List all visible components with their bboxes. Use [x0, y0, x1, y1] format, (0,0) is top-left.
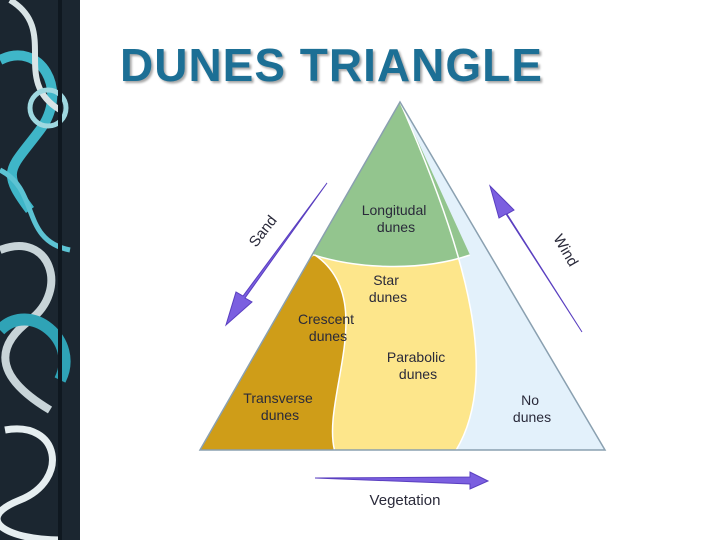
crescent-transverse-region [200, 255, 346, 450]
decorative-side-pattern [0, 0, 80, 540]
star-label: Star dunes [369, 272, 407, 305]
triangle-outline [198, 100, 607, 451]
no-dunes-label: No dunes [513, 392, 551, 425]
longitudinal-region [300, 102, 470, 267]
parabolic-label: Parabolic dunes [387, 349, 449, 382]
crescent-label: Crescent dunes [298, 311, 358, 344]
vegetation-arrow [314, 471, 490, 490]
wind-label: Wind [550, 232, 582, 270]
sand-arrow [225, 182, 328, 327]
slide-title: DUNES TRIANGLE [120, 39, 543, 91]
sand-label: Sand [246, 212, 281, 250]
wind-arrow [489, 184, 583, 333]
longitudinal-label: Longitudal dunes [362, 202, 431, 235]
transverse-label: Transverse dunes [243, 390, 316, 423]
vegetation-label: Vegetation [370, 492, 441, 509]
